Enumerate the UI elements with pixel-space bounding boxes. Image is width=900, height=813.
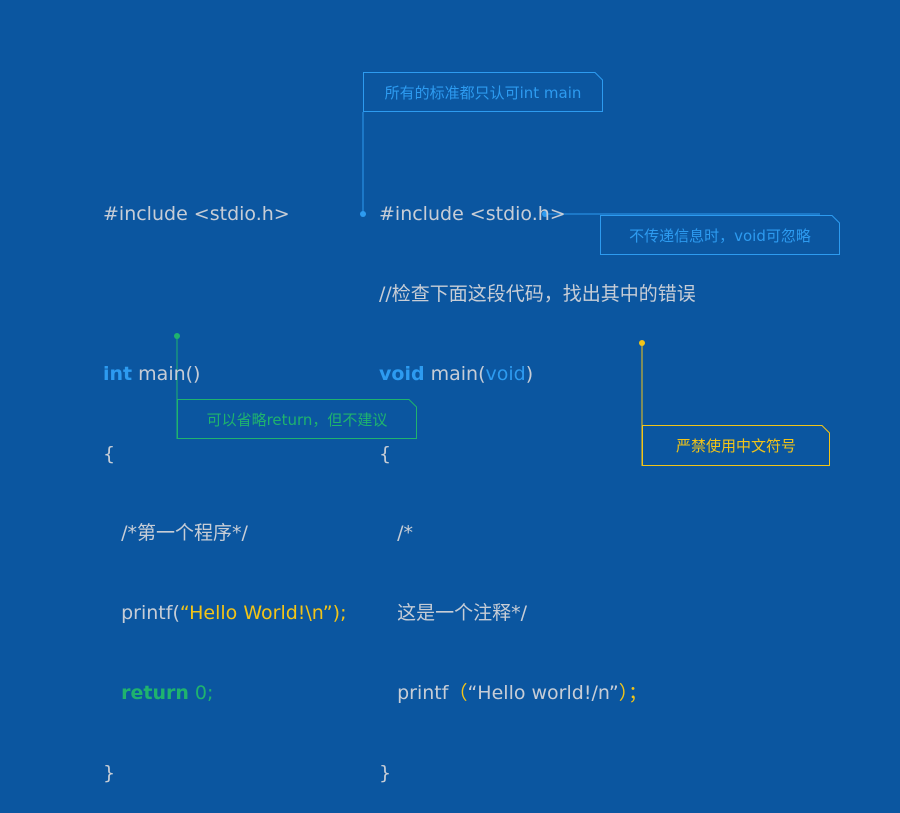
callout-void-text: 不传递信息时，void可忽略 — [629, 226, 811, 245]
paren-close: ） — [618, 681, 629, 704]
left-code-block: #include <stdio.h> int main() { /*第一个程序*… — [103, 148, 346, 813]
main-prefix: main( — [424, 362, 486, 385]
code-line-close-brace: } — [379, 761, 392, 784]
code-line-comment: //检查下面这段代码，找出其中的错误 — [379, 282, 696, 305]
callout-frame — [177, 399, 417, 439]
dot-standard — [360, 211, 366, 217]
callout-frame — [600, 215, 840, 255]
main-suffix: ) — [525, 362, 534, 385]
printf-suffix: ); — [332, 602, 347, 625]
code-line-printf: printf（“Hello world!/n”）； — [379, 680, 696, 707]
void-param: void — [485, 362, 526, 385]
keyword-return: return — [121, 681, 189, 704]
printf-string: “Hello world!/n” — [467, 681, 619, 704]
code-line-return: return 0; — [103, 680, 346, 707]
callout-frame — [642, 425, 830, 466]
callout-return-text: 可以省略return，但不建议 — [206, 410, 388, 429]
code-line-close-brace: } — [103, 761, 116, 784]
code-line-include: #include <stdio.h> — [379, 203, 566, 226]
main-signature: main() — [132, 362, 201, 385]
callout-frame — [363, 72, 603, 112]
keyword-void: void — [379, 362, 425, 385]
code-line-main: int main() — [103, 361, 346, 388]
return-value: 0; — [188, 681, 214, 704]
code-line-comment-body: 这是一个注释*/ — [379, 602, 528, 625]
code-line-comment: /*第一个程序*/ — [103, 522, 248, 545]
printf-prefix: printf( — [103, 602, 180, 625]
code-line-include: #include <stdio.h> — [103, 203, 290, 226]
return-indent — [103, 682, 121, 704]
callout-chinese: 严禁使用中文符号 — [642, 425, 830, 466]
callout-return: 可以省略return，但不建议 — [177, 399, 417, 439]
code-line-printf: printf(“Hello World!\n”); — [103, 600, 346, 627]
code-line-blank — [103, 281, 346, 308]
callout-void: 不传递信息时，void可忽略 — [600, 215, 840, 255]
code-line-open-brace: { — [103, 442, 116, 465]
callout-chinese-text: 严禁使用中文符号 — [675, 437, 796, 455]
callout-standard: 所有的标准都只认可int main — [363, 72, 603, 112]
callout-standard-text: 所有的标准都只认可int main — [384, 83, 582, 102]
code-line-open-brace: { — [379, 442, 392, 465]
paren-open: （ — [448, 681, 468, 704]
code-line-comment-open: /* — [379, 522, 414, 545]
semicolon: ； — [628, 681, 648, 704]
code-line-main: void main(void) — [379, 361, 696, 388]
printf-string: “Hello World!\n” — [179, 602, 333, 625]
keyword-int: int — [103, 362, 133, 385]
printf-prefix: printf — [379, 681, 449, 704]
